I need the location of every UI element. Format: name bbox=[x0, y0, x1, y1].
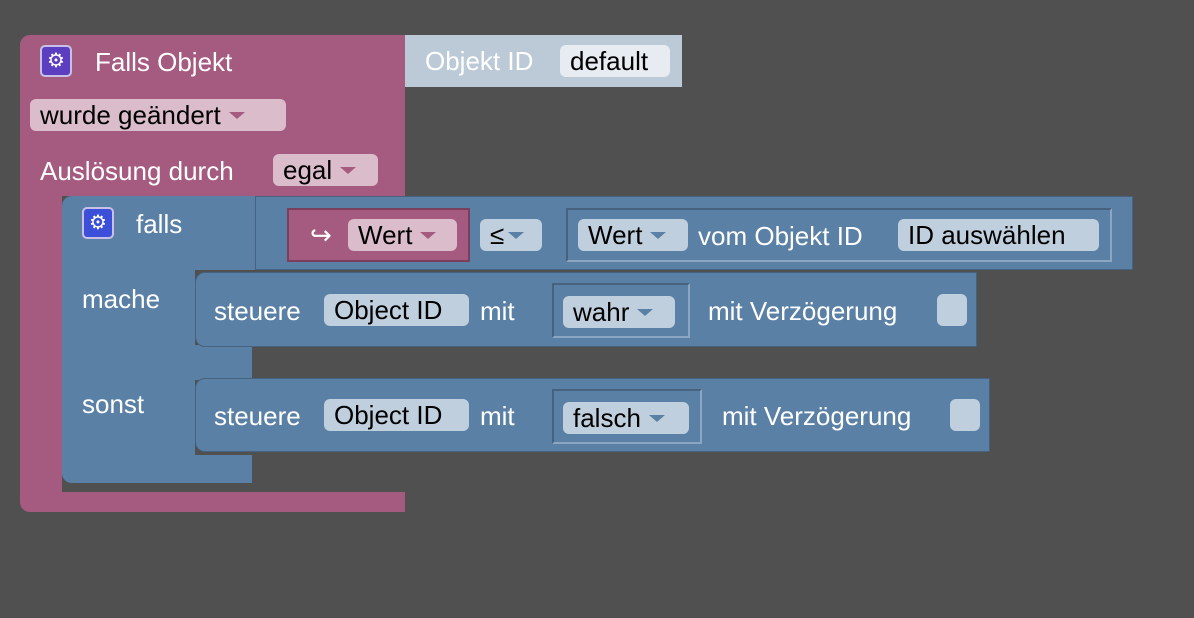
if-block-spacer bbox=[62, 345, 252, 380]
gear-icon[interactable]: ⚙ bbox=[82, 207, 114, 239]
left-value-dropdown[interactable]: Wert bbox=[348, 219, 457, 251]
trigger-mode-dropdown[interactable]: wurde geändert bbox=[30, 99, 286, 131]
delay-label: mit Verzögerung bbox=[708, 296, 898, 326]
do-label: mache bbox=[82, 284, 161, 314]
object-id-label: Objekt ID bbox=[425, 46, 534, 76]
event-block-arm bbox=[20, 190, 62, 500]
event-title: Falls Objekt bbox=[95, 47, 233, 77]
control-label: steuere bbox=[214, 401, 301, 431]
operator-dropdown[interactable]: ≤ bbox=[480, 219, 542, 251]
trigger-label: Auslösung durch bbox=[40, 156, 234, 186]
right-value-dropdown[interactable]: Wert bbox=[578, 219, 688, 251]
gear-icon[interactable]: ⚙ bbox=[40, 45, 72, 77]
chevron-down-icon bbox=[228, 111, 245, 119]
if-label: falls bbox=[136, 209, 183, 239]
event-block-bottom bbox=[20, 492, 405, 512]
return-arrow-icon: ↪ bbox=[310, 220, 332, 250]
chevron-down-icon bbox=[420, 231, 437, 239]
trigger-mode-value: wurde geändert bbox=[40, 100, 221, 130]
left-value: Wert bbox=[358, 220, 413, 250]
object-selector[interactable]: Object ID bbox=[324, 399, 469, 431]
object-selector[interactable]: ID auswählen bbox=[898, 219, 1099, 251]
boolean-value: wahr bbox=[573, 297, 630, 327]
delay-checkbox[interactable] bbox=[950, 399, 980, 431]
chevron-down-icon bbox=[650, 231, 667, 239]
right-label: vom Objekt ID bbox=[698, 221, 863, 251]
delay-label: mit Verzögerung bbox=[722, 401, 912, 431]
control-label: steuere bbox=[214, 296, 301, 326]
operator-value: ≤ bbox=[490, 220, 505, 250]
trigger-source-value: egal bbox=[283, 155, 333, 185]
if-block-bottom bbox=[62, 455, 252, 483]
right-value: Wert bbox=[588, 220, 643, 250]
boolean-dropdown[interactable]: falsch bbox=[563, 402, 689, 434]
else-label: sonst bbox=[82, 389, 145, 419]
object-id-block[interactable]: Objekt ID default bbox=[405, 35, 682, 87]
delay-checkbox[interactable] bbox=[937, 294, 967, 326]
object-id-value[interactable]: default bbox=[560, 45, 670, 77]
boolean-value: falsch bbox=[573, 403, 641, 433]
chevron-down-icon bbox=[340, 166, 357, 174]
chevron-down-icon bbox=[637, 308, 654, 316]
chevron-down-icon bbox=[648, 414, 665, 422]
object-selector[interactable]: Object ID bbox=[324, 294, 469, 326]
with-label: mit bbox=[480, 296, 515, 326]
chevron-down-icon bbox=[508, 231, 525, 239]
boolean-dropdown[interactable]: wahr bbox=[563, 296, 675, 328]
with-label: mit bbox=[480, 401, 515, 431]
trigger-source-dropdown[interactable]: egal bbox=[273, 154, 378, 186]
